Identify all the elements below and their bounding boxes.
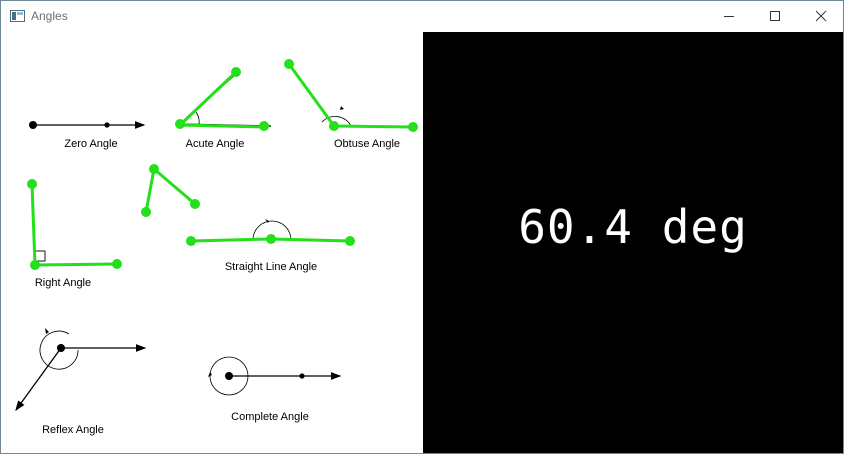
right-angle-label: Right Angle — [35, 277, 91, 289]
obtuse-angle-diagram — [284, 59, 418, 132]
minimize-button[interactable] — [706, 1, 752, 31]
window-title: Angles — [31, 9, 68, 23]
acute-angle-diagram — [175, 67, 272, 131]
maximize-button[interactable] — [752, 1, 798, 31]
readout-panel: 60.4 deg — [423, 32, 843, 453]
straight-angle-label: Straight Line Angle — [225, 261, 317, 273]
window-app-icon — [10, 10, 25, 22]
complete-angle-diagram — [208, 356, 342, 396]
straight-angle-diagram — [186, 219, 355, 246]
obtuse-angle-label: Obtuse Angle — [334, 138, 400, 150]
angle-image-panel[interactable]: Zero Angle Acute Angle — [3, 32, 423, 453]
right-angle-diagram — [27, 179, 122, 270]
angle-readout: 60.4 deg — [518, 200, 748, 254]
title-bar[interactable]: Angles — [1, 1, 843, 31]
complete-angle-label: Complete Angle — [231, 411, 309, 423]
close-icon — [815, 10, 827, 22]
reflex-angle-diagram — [15, 328, 147, 412]
reflex-angle-label: Reflex Angle — [42, 424, 104, 436]
zero-angle-diagram — [29, 121, 146, 129]
angles-figure[interactable]: Zero Angle Acute Angle — [3, 32, 423, 453]
content-area: Zero Angle Acute Angle — [3, 32, 843, 453]
measured-angle-marker[interactable] — [141, 164, 200, 217]
zero-angle-label: Zero Angle — [64, 138, 117, 150]
maximize-icon — [770, 11, 780, 21]
acute-angle-label: Acute Angle — [186, 138, 245, 150]
close-button[interactable] — [798, 1, 844, 31]
minimize-icon — [724, 16, 734, 17]
